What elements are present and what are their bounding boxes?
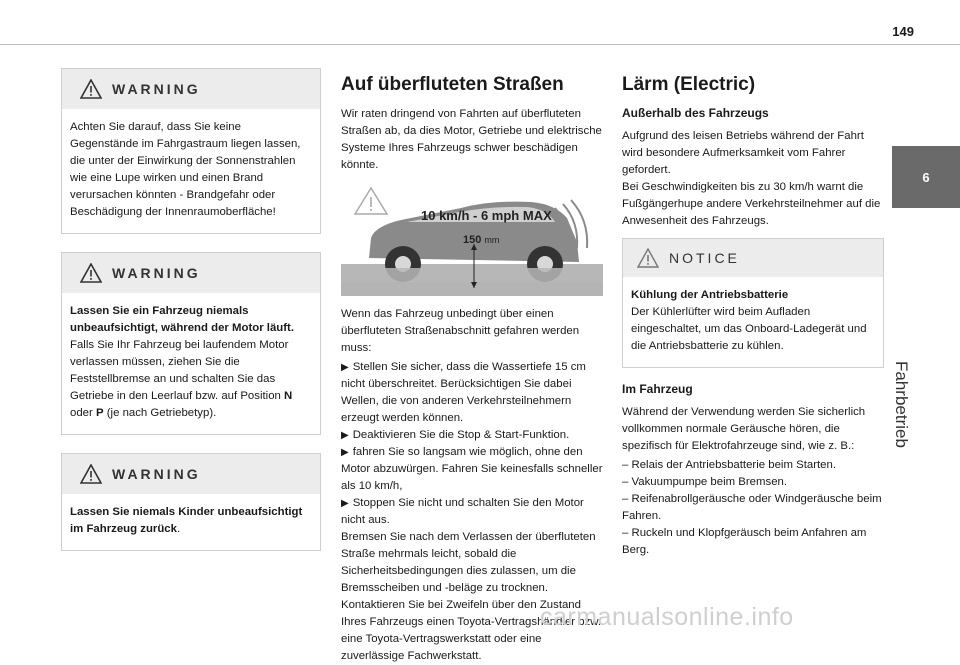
column-left: WARNING Achten Sie darauf, dass Sie kein…	[61, 68, 321, 569]
subsection-title: Im Fahrzeug	[622, 382, 693, 396]
depth-label: 150 mm	[463, 234, 499, 246]
warning-text: Lassen Sie niemals Kinder unbeaufsichtig…	[62, 494, 320, 550]
paragraph: Aufgrund des leisen Betriebs während der…	[622, 130, 864, 176]
page-number: 149	[892, 24, 914, 39]
list-item-text: Relais der Antriebsbatterie beim Starten…	[631, 459, 837, 471]
warning-triangle-icon	[80, 79, 102, 99]
list-item-text: Ruckeln und Klopfgeräusch beim Anfahren …	[622, 527, 867, 556]
depth-unit: mm	[484, 235, 500, 245]
chapter-tab: 6 Fahrbetrieb	[892, 146, 960, 448]
step-text: Stoppen Sie nicht und schalten Sie den M…	[341, 497, 584, 526]
warning-box-3: WARNING Lassen Sie niemals Kinder unbeau…	[61, 453, 321, 551]
lead-paragraph: Wenn das Fahrzeug unbedingt über einen ü…	[341, 308, 580, 354]
warning-box-1: WARNING Achten Sie darauf, dass Sie kein…	[61, 68, 321, 234]
step-text: fahren Sie so langsam wie möglich, ohne …	[341, 446, 603, 492]
notice-text: Der Kühlerlüfter wird beim Aufladen eing…	[631, 306, 867, 352]
warning-text: Lassen Sie ein Fahrzeug niemals unbeaufs…	[62, 293, 320, 434]
notice-box: NOTICE Kühlung der Antriebsbatterie Der …	[622, 238, 884, 368]
warning-label: WARNING	[112, 265, 201, 281]
paragraph: Bei Geschwindigkeiten bis zu 30 km/h war…	[622, 181, 881, 227]
warning-text-part: .	[176, 523, 181, 535]
chapter-number: 6	[892, 146, 960, 208]
warning-text-part: oder	[70, 407, 96, 419]
step-text: Deaktivieren Sie die Stop & Start-Funkti…	[352, 429, 570, 441]
warning-label: WARNING	[112, 466, 201, 482]
list-item: – Reifenabrollgeräusche oder Windgeräusc…	[622, 493, 882, 522]
section-title: Lärm (Electric)	[622, 74, 756, 95]
after-paragraph: Bremsen Sie nach dem Verlassen der überf…	[341, 531, 596, 594]
list-item: – Vakuumpumpe beim Bremsen.	[622, 476, 788, 488]
step-item: ▶Stoppen Sie nicht und schalten Sie den …	[341, 495, 603, 529]
warning-label: WARNING	[112, 81, 201, 97]
depth-value: 150	[463, 234, 482, 246]
warning-triangle-icon	[353, 186, 389, 215]
list-item: – Relais der Antriebsbatterie beim Start…	[622, 459, 837, 471]
warning-triangle-icon	[80, 263, 102, 283]
subsection-title: Außerhalb des Fahrzeugs	[622, 106, 769, 120]
step-item: ▶Deaktivieren Sie die Stop & Start-Funkt…	[341, 427, 603, 444]
notice-label: NOTICE	[669, 250, 740, 266]
column-middle: Auf überfluteten Straßen Wir raten dring…	[341, 68, 603, 665]
gear-position-p: P	[95, 407, 104, 419]
step-text: Stellen Sie sicher, dass die Wassertiefe…	[341, 361, 586, 424]
notice-bold-text: Kühlung der Antriebsbatterie	[631, 289, 789, 301]
warning-triangle-icon	[80, 464, 102, 484]
chapter-title: Fahrbetrieb	[892, 361, 911, 448]
gear-position-n: N	[284, 390, 293, 402]
speed-limit-label: 10 km/h - 6 mph MAX	[421, 208, 552, 223]
watermark: carmanualsonline.info	[540, 603, 794, 631]
paragraph: Während der Verwendung werden Sie sicher…	[622, 406, 866, 452]
section-title: Auf überfluteten Straßen	[341, 74, 564, 95]
list-item-text: Reifenabrollgeräusche oder Windgeräusche…	[622, 493, 882, 522]
list-item-text: Vakuumpumpe beim Bremsen.	[631, 476, 788, 488]
top-rule	[0, 44, 960, 45]
flood-illustration: 10 km/h - 6 mph MAX 150 mm	[341, 186, 603, 296]
arrow-bullet-icon: ▶	[341, 498, 349, 509]
intro-paragraph: Wir raten dringend von Fahrten auf überf…	[341, 108, 602, 171]
warning-box-2: WARNING Lassen Sie ein Fahrzeug niemals …	[61, 252, 321, 435]
step-item: ▶Stellen Sie sicher, dass die Wassertief…	[341, 359, 603, 427]
step-item: ▶fahren Sie so langsam wie möglich, ohne…	[341, 444, 603, 495]
warning-bold-text: Lassen Sie ein Fahrzeug niemals unbeaufs…	[70, 305, 295, 334]
arrow-bullet-icon: ▶	[341, 362, 349, 373]
list-item: – Ruckeln und Klopfgeräusch beim Anfahre…	[622, 527, 867, 556]
warning-text-part: (je nach Getriebetyp).	[103, 407, 217, 419]
arrow-bullet-icon: ▶	[341, 430, 349, 441]
notice-triangle-icon	[637, 248, 659, 268]
arrow-bullet-icon: ▶	[341, 447, 349, 458]
warning-text: Achten Sie darauf, dass Sie keine Gegens…	[70, 121, 301, 218]
warning-bold-text: Lassen Sie niemals Kinder unbeaufsichtig…	[70, 506, 303, 535]
column-right: Lärm (Electric) Außerhalb des Fahrzeugs …	[622, 68, 884, 559]
warning-text-part: Falls Sie Ihr Fahrzeug bei laufendem Mot…	[70, 339, 289, 402]
